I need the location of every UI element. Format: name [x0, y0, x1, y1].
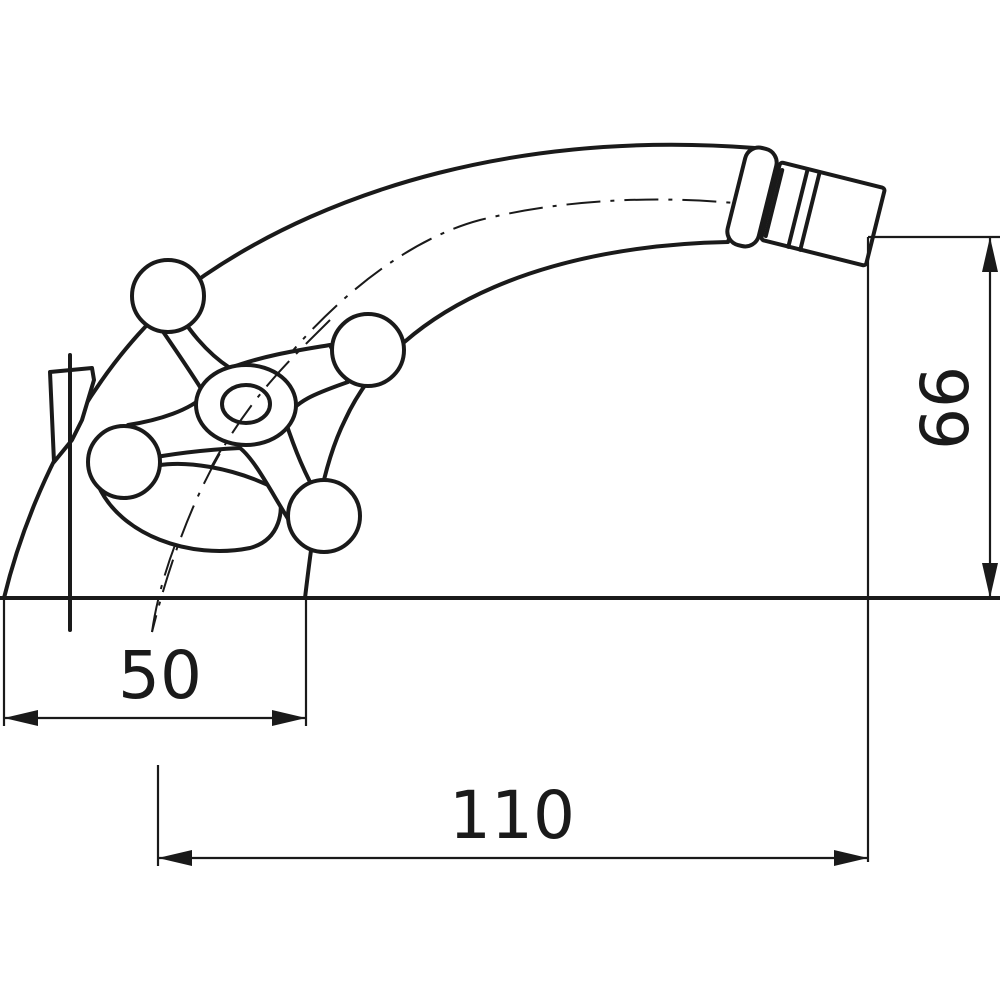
dimension-reach: 110	[156, 765, 868, 866]
reach-label: 110	[449, 777, 575, 854]
height-arrow-top	[982, 237, 998, 272]
base-width-label: 50	[118, 637, 202, 714]
height-arrow-bottom	[982, 563, 998, 598]
dimension-height: 66	[866, 235, 1000, 862]
handle-knob-bottom	[286, 478, 362, 554]
handle-knob-left	[86, 424, 162, 500]
reach-arrow-left	[158, 850, 192, 866]
aerator	[725, 145, 887, 268]
aerator-ring-3	[763, 168, 785, 238]
handle-knob-top	[130, 258, 206, 334]
height-label: 66	[907, 366, 984, 450]
aerator-ring-2	[798, 170, 822, 252]
aerator-tip	[759, 160, 887, 268]
base-width-arrow-left	[4, 710, 38, 726]
faucet-body	[2, 142, 851, 633]
reach-arrow-right	[834, 850, 868, 866]
popup-rod	[48, 353, 96, 632]
dimension-base-width: 50	[2, 598, 308, 726]
aerator-collar	[725, 145, 779, 249]
handle-axis	[151, 319, 331, 633]
cross-handle	[86, 258, 406, 633]
aerator-ring-1	[786, 167, 810, 249]
handle-knob-right	[330, 312, 406, 388]
handle-hub-cap	[220, 383, 272, 425]
base-width-arrow-right	[272, 710, 306, 726]
